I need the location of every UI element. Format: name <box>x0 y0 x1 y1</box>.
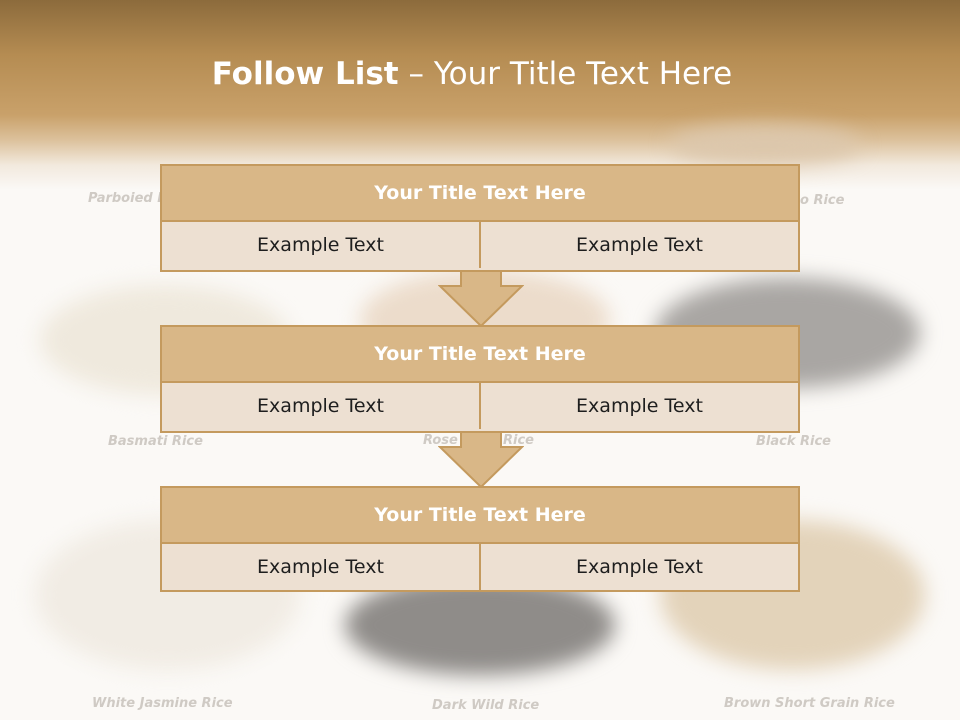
slide-title-separator: – <box>398 56 424 92</box>
follow-block-cell-right: Example Text <box>479 222 798 268</box>
slide-title-bold: Follow List <box>211 56 399 92</box>
follow-block-cell-left: Example Text <box>162 544 479 590</box>
rice-label-jasmine: White Jasmine Rice <box>92 696 233 711</box>
follow-block-title: Your Title Text Here <box>162 488 798 544</box>
follow-block-cell-right: Example Text <box>479 544 798 590</box>
follow-block-row: Example Text Example Text <box>162 383 798 429</box>
follow-block-row: Example Text Example Text <box>162 544 798 590</box>
rice-label-top-right: o Rice <box>800 193 845 208</box>
follow-block-3: Your Title Text Here Example Text Exampl… <box>160 486 800 592</box>
down-arrow-icon <box>438 268 524 328</box>
follow-block-title: Your Title Text Here <box>162 327 798 383</box>
rice-label-rose: Rose <box>423 433 458 448</box>
rice-label-parboiled: Parboied L <box>88 191 166 206</box>
follow-block-cell-right: Example Text <box>479 383 798 429</box>
rice-pile-top-right <box>670 125 860 165</box>
follow-block-cell-left: Example Text <box>162 222 479 268</box>
rice-label-brown: Brown Short Grain Rice <box>724 696 895 711</box>
follow-block-title: Your Title Text Here <box>162 166 798 222</box>
down-arrow-icon <box>438 429 524 489</box>
rice-label-black: Black Rice <box>756 434 832 449</box>
slide-title-rest: Your Title Text Here <box>423 56 733 92</box>
rice-label-basmati: Basmati Rice <box>108 434 203 449</box>
follow-block-row: Example Text Example Text <box>162 222 798 268</box>
follow-block-1: Your Title Text Here Example Text Exampl… <box>160 164 800 272</box>
follow-block-2: Your Title Text Here Example Text Exampl… <box>160 325 800 433</box>
follow-block-cell-left: Example Text <box>162 383 479 429</box>
slide-title: Follow List – Your Title Text Here <box>0 56 944 92</box>
rice-label-wild: Dark Wild Rice <box>432 698 540 713</box>
rice-label-rose-suffix: Rice <box>503 433 534 448</box>
